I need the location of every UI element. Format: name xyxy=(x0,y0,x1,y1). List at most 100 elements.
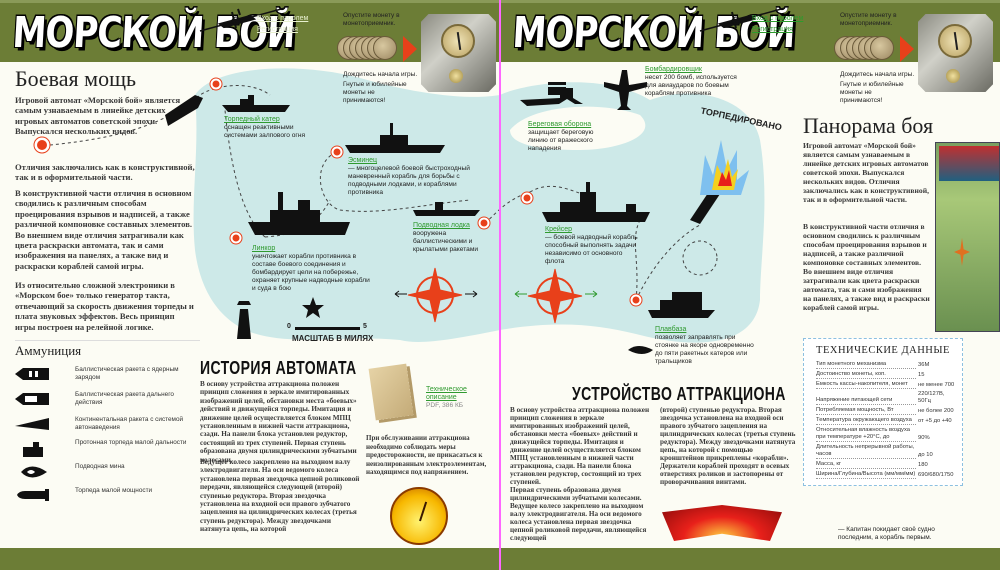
link-bomber[interactable]: Бомбардировщик xyxy=(645,66,702,73)
ammo-item: Торпеда малой мощности xyxy=(15,487,195,507)
page-divider xyxy=(499,0,501,570)
cruiser-icon xyxy=(542,182,650,222)
desc: оснащен реактивными системами залпового … xyxy=(224,124,306,139)
link-cruiser[interactable]: Крейсер xyxy=(545,226,573,233)
gauge-icon xyxy=(390,487,448,545)
tech-key: Ширина/Глубина/Высота (мм/мм/мм) xyxy=(816,471,916,479)
coin-prompt-right: Опустите монету в монетоприемник. xyxy=(840,12,897,27)
sea-mine-icon xyxy=(21,466,47,478)
link-battleship[interactable]: Линкор xyxy=(252,245,276,252)
tech-value: от +5 до +40 xyxy=(918,418,952,424)
tech-manual-image[interactable] xyxy=(368,363,414,421)
bomber-icon xyxy=(604,70,647,110)
label-destroyer: Эсминец— многоцелевой боевой быстроходны… xyxy=(348,157,473,197)
battleship-icon xyxy=(248,192,350,235)
desc: — многоцелевой боевой быстроходный манев… xyxy=(348,165,470,196)
tech-key: Емкость кассы-накопителя, монет xyxy=(816,381,916,389)
link-destroyer[interactable]: Эсминец xyxy=(348,157,378,164)
tech-key: Относительная влажность воздуха при темп… xyxy=(816,427,916,442)
star-icon xyxy=(302,297,324,318)
desc: — боевой надводный корабль способный вып… xyxy=(545,234,638,265)
panorama-heading: Панорама боя xyxy=(803,113,934,138)
tech-key: Напряжение питающей сети xyxy=(816,397,916,405)
tech-value: не более 200 xyxy=(918,408,954,414)
tech-value: до 10 xyxy=(918,452,933,458)
paragraph: В конструктивной части отличия в основно… xyxy=(15,188,193,271)
link-coastal[interactable]: Береговая оборона xyxy=(528,121,592,128)
tech-value: 180 xyxy=(918,462,928,468)
tech-key: Потребляемая мощность, Вт xyxy=(816,407,916,415)
lighthouse-icon xyxy=(237,301,251,339)
login-link-right[interactable]: Вход с паролем xyxy=(752,15,804,22)
tech-key: Температура окружающего воздуха xyxy=(816,417,916,425)
tech-row: Ширина/Глубина/Высота (мм/мм/мм)690/680/… xyxy=(816,471,956,479)
header-left xyxy=(0,0,500,62)
tech-key: Достоинство монеты, коп. xyxy=(816,371,916,379)
ammo-item: Континентальная ракета с системой автона… xyxy=(15,416,195,436)
scale-bar xyxy=(295,327,360,330)
tech-key: Масса, кг xyxy=(816,461,916,469)
nuclear-missile-icon xyxy=(15,368,49,380)
register-link-right[interactable]: Регистрация xyxy=(752,26,793,33)
scale-max: 5 xyxy=(363,323,367,330)
desc: уничтожает корабли противника в составе … xyxy=(252,253,370,292)
desc: несет 200 бомб, используется для авиауда… xyxy=(645,74,737,97)
tech-row: Относительная влажность воздуха при темп… xyxy=(816,427,956,442)
plane-icon xyxy=(199,7,286,32)
coin-stack-right xyxy=(834,36,898,60)
destroyer-icon xyxy=(345,123,445,153)
tech-value: 15 xyxy=(918,372,925,378)
coin-prompt: Опустите монету в монетоприемник. xyxy=(343,12,400,27)
paragraph: Из относительно сложной электроники в «М… xyxy=(15,280,194,332)
mine-icon xyxy=(628,346,653,354)
coin-warning-right: Гнутые и юбилейные монеты не принимаются… xyxy=(840,81,904,104)
paragraph: В основу устройства аттракциона положен … xyxy=(200,380,357,464)
tech-key: Длительность непрерывной работы, часов xyxy=(816,444,916,459)
paragraph: (второй) ступенью редуктора. Вторая звез… xyxy=(660,406,796,486)
torpedo-icon xyxy=(17,489,49,501)
tech-value: 90% xyxy=(918,435,930,441)
link-tender[interactable]: Плавбаза xyxy=(655,326,687,333)
register-link[interactable]: Регистрация xyxy=(257,26,298,33)
ammo-heading: Аммуниция xyxy=(15,343,82,358)
tech-value: 690/680/1750 xyxy=(918,472,954,478)
login-link[interactable]: Вход с паролем xyxy=(257,15,309,22)
explosion-icon xyxy=(700,140,749,195)
paragraph: Отличия заключались как в конструктивной… xyxy=(15,162,195,183)
file-meta: PDF, 386 КБ xyxy=(426,402,464,409)
ammo-item: Протонная торпеда малой дальности xyxy=(15,439,195,459)
missile-icon xyxy=(690,186,720,224)
link-submarine[interactable]: Подводная лодка xyxy=(413,222,470,229)
coin-slot[interactable] xyxy=(421,14,496,92)
coin-warning: Гнутые и юбилейные монеты не принимаются… xyxy=(343,81,407,104)
tender-icon xyxy=(648,292,715,318)
tech-manual-link[interactable]: Техническое описание xyxy=(426,386,467,401)
tech-value: 220/127В, 50Гц xyxy=(918,391,945,404)
ammo-item: Подводная мина xyxy=(15,463,195,483)
desc: защищает береговую линию от вражеского н… xyxy=(528,129,594,152)
proton-torpedo-icon xyxy=(23,442,43,457)
tech-row: Достоинство монеты, коп.15 xyxy=(816,371,956,379)
header-right xyxy=(500,0,1000,62)
arrow-right-icon xyxy=(403,36,417,62)
link-torpedo-boat[interactable]: Торпедный катер xyxy=(224,116,280,123)
tech-value: не менее 700 xyxy=(918,382,955,388)
torpedo-boat-icon xyxy=(222,95,290,112)
ammo-divider xyxy=(15,340,200,341)
wait-text-right: Дождитесь начала игры. xyxy=(840,71,915,78)
history-heading: ИСТОРИЯ АВТОМАТА xyxy=(200,358,357,378)
long-range-missile-icon xyxy=(15,393,49,405)
coin-slot-right[interactable] xyxy=(918,14,993,92)
label-cruiser: Крейсер— боевой надводный корабль способ… xyxy=(545,226,640,266)
